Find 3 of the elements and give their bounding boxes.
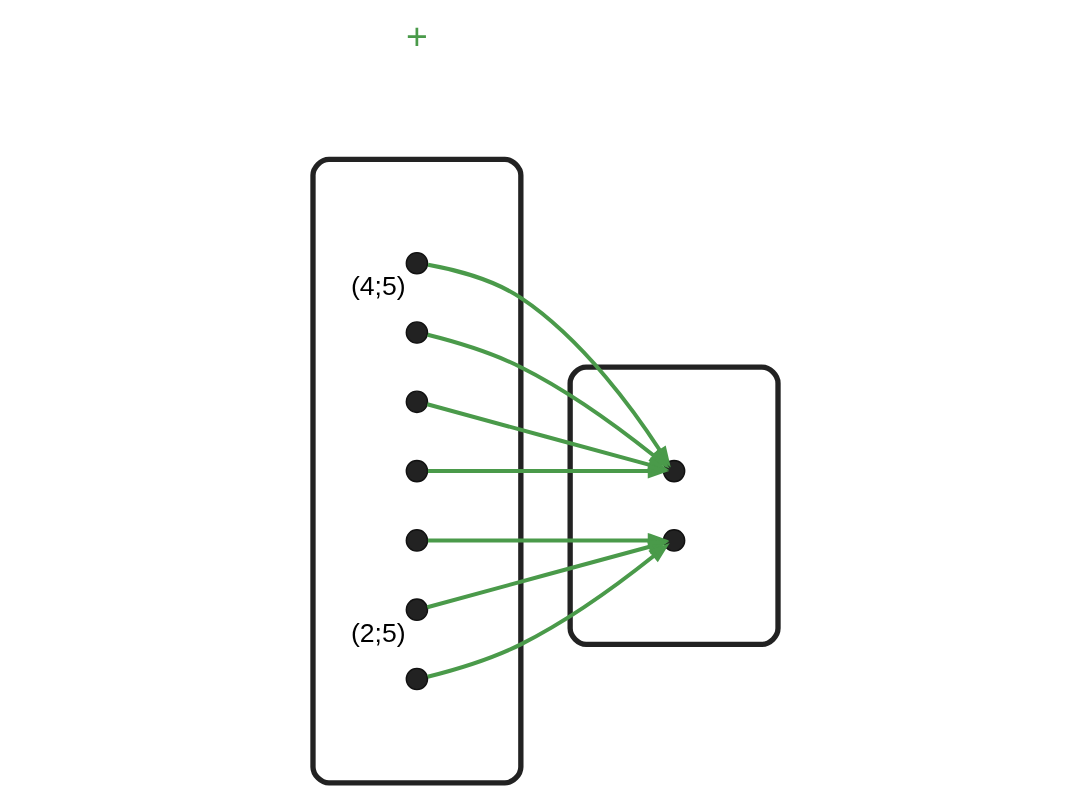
node-label: (2;5) — [350, 617, 406, 648]
label: + — [406, 14, 428, 57]
node-label: (4;5) — [350, 271, 406, 302]
